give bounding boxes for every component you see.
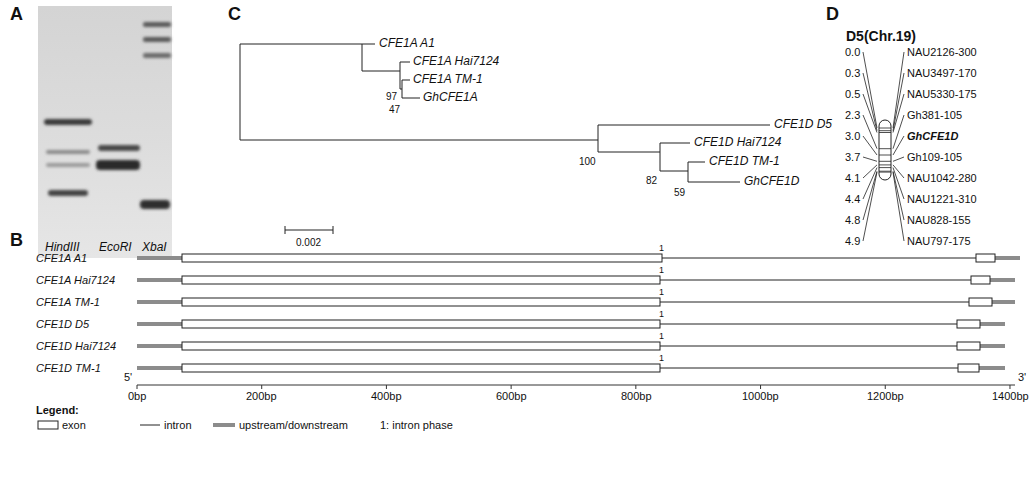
lane-label: EcoRI [99,241,132,255]
linkage-map [863,52,904,241]
map-position: 4.4 [845,193,860,206]
axis-tick-label: 200bp [246,390,277,403]
taxon-label: CFE1D Hai7124 [694,136,781,150]
end-label: 3' [1018,371,1026,384]
legend-title: Legend: [36,404,79,417]
map-position: 2.3 [845,109,860,122]
axis-tick-label: 400bp [371,390,402,403]
intron-phase: 1 [659,309,664,319]
taxon-label: GhCFE1D [744,175,799,189]
map-position: 3.0 [845,130,860,143]
axis-tick-label: 0bp [128,390,146,403]
intron-phase: 1 [659,353,664,363]
gene-structures [137,254,1020,389]
taxon-label: CFE1D TM-1 [709,155,780,169]
taxon-label: GhCFE1A [423,91,478,105]
map-position: 0.3 [845,67,860,80]
axis-tick-label: 600bp [496,390,527,403]
taxon-label: CFE1A A1 [379,37,435,51]
taxon-label: CFE1A Hai7124 [413,55,499,69]
bootstrap-value: 47 [389,104,400,116]
legend-label: upstream/downstream [239,419,348,432]
marker-name: NAU1042-280 [907,172,977,185]
panel-letter: D [826,4,839,25]
gene-label: CFE1A TM-1 [36,296,100,309]
intron-phase: 1 [659,243,664,253]
map-position: 4.9 [845,235,860,248]
legend-label: exon [62,419,86,432]
bootstrap-value: 82 [646,175,657,187]
scale-bar [285,226,333,234]
panel-letter: C [228,4,241,25]
map-position: 4.1 [845,172,860,185]
marker-name: NAU2126-300 [907,46,977,59]
axis-tick-label: 1400bp [992,390,1029,403]
axis-tick-label: 800bp [621,390,652,403]
bootstrap-value: 100 [579,156,596,168]
bootstrap-value: 59 [674,187,685,199]
marker-name: NAU1221-310 [907,193,977,206]
intron-phase: 1 [659,265,664,275]
marker-name: Gh381-105 [907,109,962,122]
map-position: 4.8 [845,214,860,227]
marker-name: NAU828-155 [907,214,971,227]
intron-phase: 1 [659,331,664,341]
intron-phase: 1 [659,287,664,297]
panel-letter: B [10,230,23,251]
chromosome-title: D5(Chr.19) [846,28,916,44]
marker-name: NAU5330-175 [907,88,977,101]
gene-label: CFE1D D5 [36,318,89,331]
marker-name: GhCFE1D [907,130,958,143]
taxon-label: CFE1D D5 [774,118,832,132]
axis-tick-label: 1000bp [742,390,779,403]
map-position: 0.0 [845,46,860,59]
gel-blot [38,6,172,258]
map-position: 0.5 [845,88,860,101]
legend-swatch [213,423,235,427]
gene-label: CFE1D TM-1 [36,362,101,375]
phylogenetic-tree [240,44,770,234]
panel-letter: A [10,4,23,25]
bootstrap-value: 97 [386,91,397,103]
legend-label: intron [164,419,192,432]
map-position: 3.7 [845,151,860,164]
gene-label: CFE1D Hai7124 [36,340,116,353]
taxon-label: CFE1A TM-1 [413,73,483,87]
end-label: 5' [124,371,132,384]
marker-name: Gh109-105 [907,151,962,164]
scale-value: 0.002 [296,237,321,249]
gene-label: CFE1A Hai7124 [36,274,115,287]
marker-name: NAU3497-170 [907,67,977,80]
legend-label: 1: intron phase [380,419,453,432]
lane-label: XbaI [142,241,167,255]
axis-tick-label: 1200bp [867,390,904,403]
marker-name: NAU797-175 [907,235,971,248]
gene-label: CFE1A A1 [36,252,87,265]
